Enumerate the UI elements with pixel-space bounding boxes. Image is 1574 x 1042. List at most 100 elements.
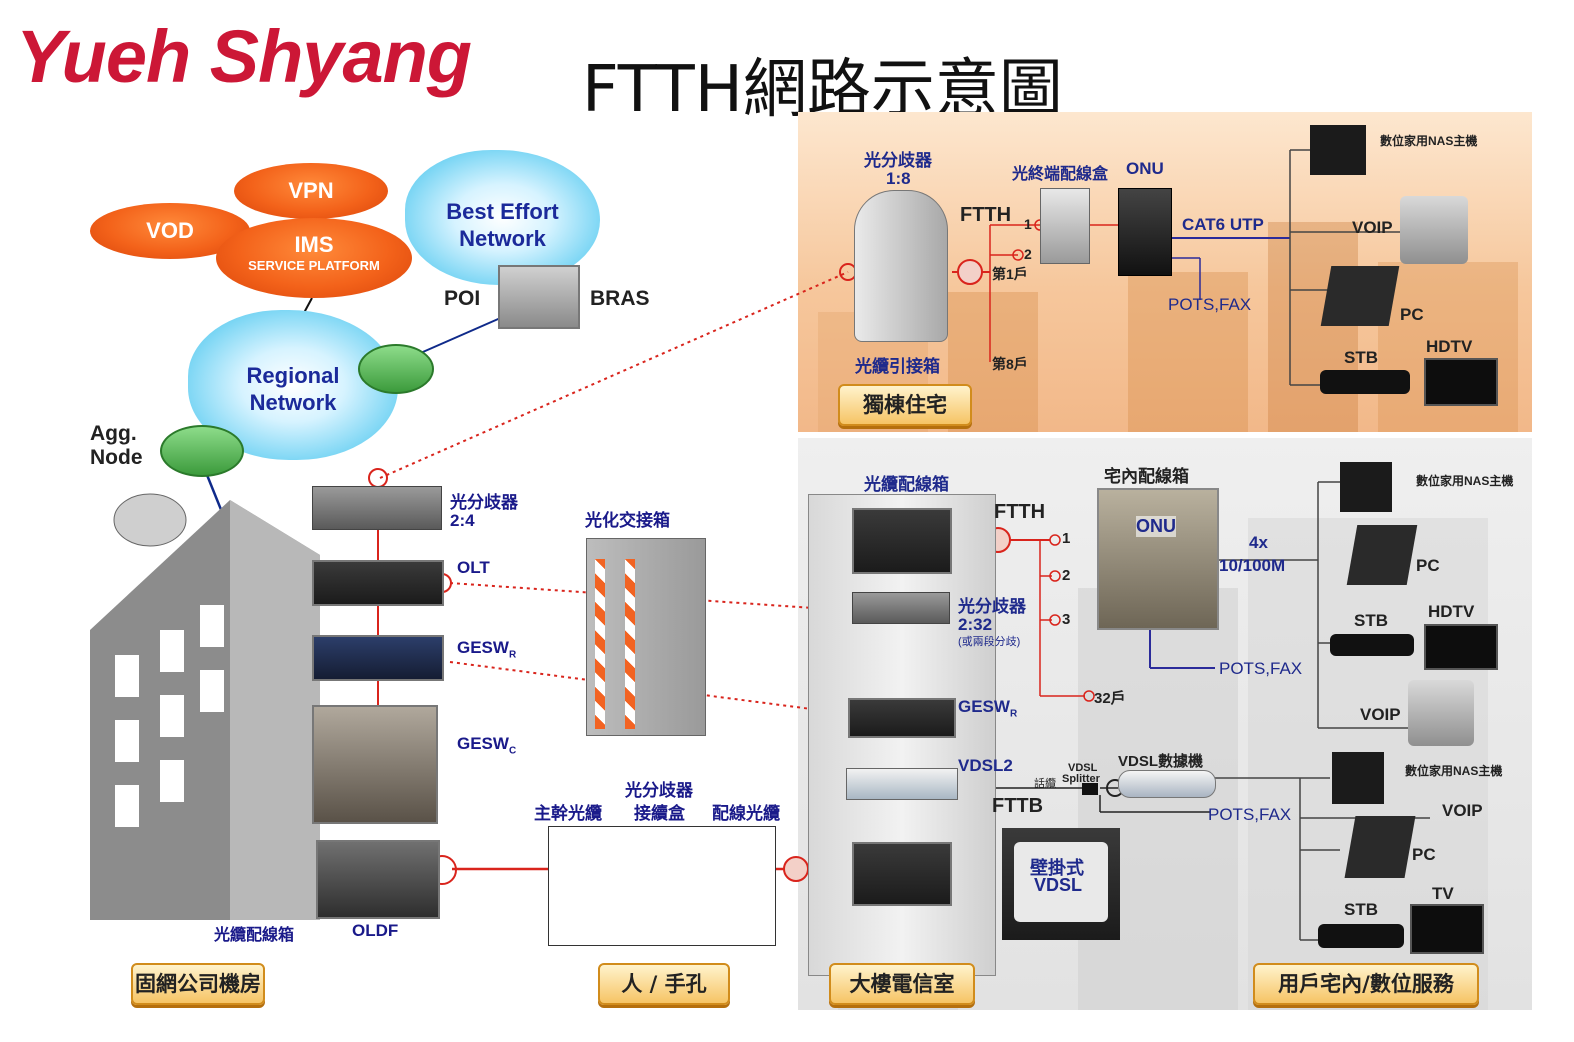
terminal-box-label: 光終端配線盒: [1012, 166, 1109, 183]
house-splitter-label: 光分歧器: [864, 151, 932, 170]
house-stb-icon: [1320, 370, 1410, 394]
gesw-r-text: GESW: [457, 638, 509, 657]
building-ftth-label: FTTH: [994, 501, 1046, 523]
building-onu-label: ONU: [1136, 516, 1176, 537]
nas-label-2: 數位家用NAS主機: [1405, 764, 1503, 778]
building-gesw-text: GESW: [958, 697, 1010, 716]
building-splitter-label: 光分歧器: [958, 597, 1026, 616]
trunk-fiber-label: 主幹光纜: [534, 804, 602, 823]
building-port32: 32戶: [1094, 690, 1126, 707]
stb-icon-1: [1330, 634, 1414, 656]
building-gesw-device: [848, 698, 956, 738]
house-hdtv-label: HDTV: [1426, 337, 1473, 356]
wall-vdsl-line1: 壁掛式: [1030, 858, 1084, 878]
household8-label: 第8戶: [992, 356, 1028, 372]
regional-label: Regional Network: [246, 363, 340, 415]
fttb-label: FTTB: [992, 795, 1044, 817]
splice-box-label: 光纜引接箱: [855, 357, 940, 376]
vdsl2-label: VDSL2: [958, 756, 1013, 775]
building-pots-label: POTS,FAX: [1219, 659, 1303, 678]
building-splitter-note: (或兩段分歧): [958, 636, 1021, 648]
house-nas-label: 數位家用NAS主機: [1380, 134, 1478, 148]
house-ftth-label: FTTH: [960, 204, 1012, 226]
dist-fiber-label: 配線光纜: [712, 804, 780, 823]
building-gesw-label: GESWR: [958, 697, 1017, 719]
vdsl2-device: [846, 768, 958, 800]
building-splitter-device: [852, 592, 950, 624]
gesw-r-label: GESWR: [457, 638, 516, 660]
cabinet-label: 光化交接箱: [585, 511, 670, 530]
building-port2: 2: [1062, 567, 1071, 584]
wall-vdsl-line2: VDSL: [1034, 875, 1083, 895]
phone-cable-label: 話纜: [1034, 778, 1056, 790]
manhole-box-label: 接續盒: [634, 804, 685, 823]
gesw-c-text: GESW: [457, 734, 509, 753]
house-voip-phone: [1400, 196, 1468, 264]
gesw-r-sub: R: [508, 649, 517, 661]
building-odf-2: [852, 842, 952, 906]
house-pc-label: PC: [1400, 305, 1424, 324]
tv-icon-2: [1410, 904, 1484, 954]
vdsl-splitter-line2: Splitter: [1062, 773, 1100, 785]
hdtv-label-1: HDTV: [1428, 602, 1475, 621]
bras-device: [498, 265, 580, 329]
building-gesw-sub: R: [1009, 708, 1018, 720]
voip-phone-1: [1408, 680, 1474, 746]
olt-label: OLT: [457, 558, 490, 577]
cat6-label: CAT6 UTP: [1182, 215, 1264, 234]
best-effort-label: Best Effort Network: [446, 199, 559, 251]
building-splitter-ratio: 2:32: [958, 615, 993, 634]
agg-router-icon: [160, 425, 244, 477]
speed-line1: 4x: [1249, 533, 1268, 552]
ims-sublabel: SERVICE PLATFORM: [248, 258, 380, 273]
router-icon: [358, 344, 434, 394]
co-splitter-label: 光分歧器: [450, 493, 518, 512]
stb-label-2: STB: [1344, 900, 1378, 919]
oldf-device: [316, 840, 440, 919]
best-effort-cloud: [405, 150, 600, 285]
nas-icon-1: [1340, 462, 1392, 512]
building-port1: 1: [1062, 530, 1071, 547]
home-services-tag: 用戶宅內/數位服務: [1253, 963, 1479, 1005]
building-odf-1: [852, 508, 952, 574]
house-onu-label: ONU: [1126, 159, 1164, 178]
gesw-c-sub: C: [508, 745, 517, 757]
gesw-c-device: [312, 705, 438, 824]
stb-icon-2: [1318, 924, 1404, 948]
house-nas-icon: [1310, 125, 1366, 175]
terminal-box-device: [1040, 188, 1090, 264]
co-splitter-ratio: 2:4: [450, 511, 475, 530]
agg-node-label: Agg. Node: [90, 422, 143, 469]
house-splitter-ratio: 1:8: [886, 169, 911, 188]
ims-platform: IMS SERVICE PLATFORM: [216, 218, 412, 298]
house-pc-icon: [1320, 266, 1400, 326]
manhole-drawing: [548, 826, 776, 946]
central-office-tag: 固網公司機房: [131, 963, 265, 1005]
hdtv-icon-1: [1424, 624, 1498, 670]
olt-device: [312, 560, 444, 606]
brand-logo: Yueh Shyang: [16, 15, 472, 98]
house-voip-label: VOIP: [1352, 218, 1393, 237]
poi-label: POI: [444, 287, 481, 310]
tv-label-2: TV: [1432, 884, 1454, 903]
house-port2: 2: [1024, 246, 1032, 262]
manhole-splitter-label: 光分歧器: [625, 781, 693, 800]
pc-icon-1: [1346, 525, 1418, 585]
pots-fax-label-2: POTS,FAX: [1208, 805, 1292, 824]
oldf-label: OLDF: [352, 921, 399, 940]
nas-icon-2: [1332, 752, 1384, 804]
manhole-tag: 人 / 手孔: [598, 963, 730, 1005]
splitter-2-4-device: [312, 486, 442, 530]
gesw-c-label: GESWC: [457, 734, 516, 756]
gesw-r-device: [312, 635, 444, 681]
home-box-device: [1097, 488, 1219, 630]
house-stb-label: STB: [1344, 348, 1378, 367]
bras-label: BRAS: [590, 287, 650, 310]
building-fiber-box-label: 光纜配線箱: [864, 475, 949, 494]
vpn-service: VPN: [234, 163, 388, 219]
ims-label: IMS: [294, 232, 334, 257]
home-box-label: 宅內配線箱: [1104, 467, 1189, 486]
vdsl-modem-device: [1118, 770, 1216, 798]
vdsl-splitter-line1: VDSL: [1068, 762, 1098, 774]
voip-label-2: VOIP: [1442, 801, 1483, 820]
